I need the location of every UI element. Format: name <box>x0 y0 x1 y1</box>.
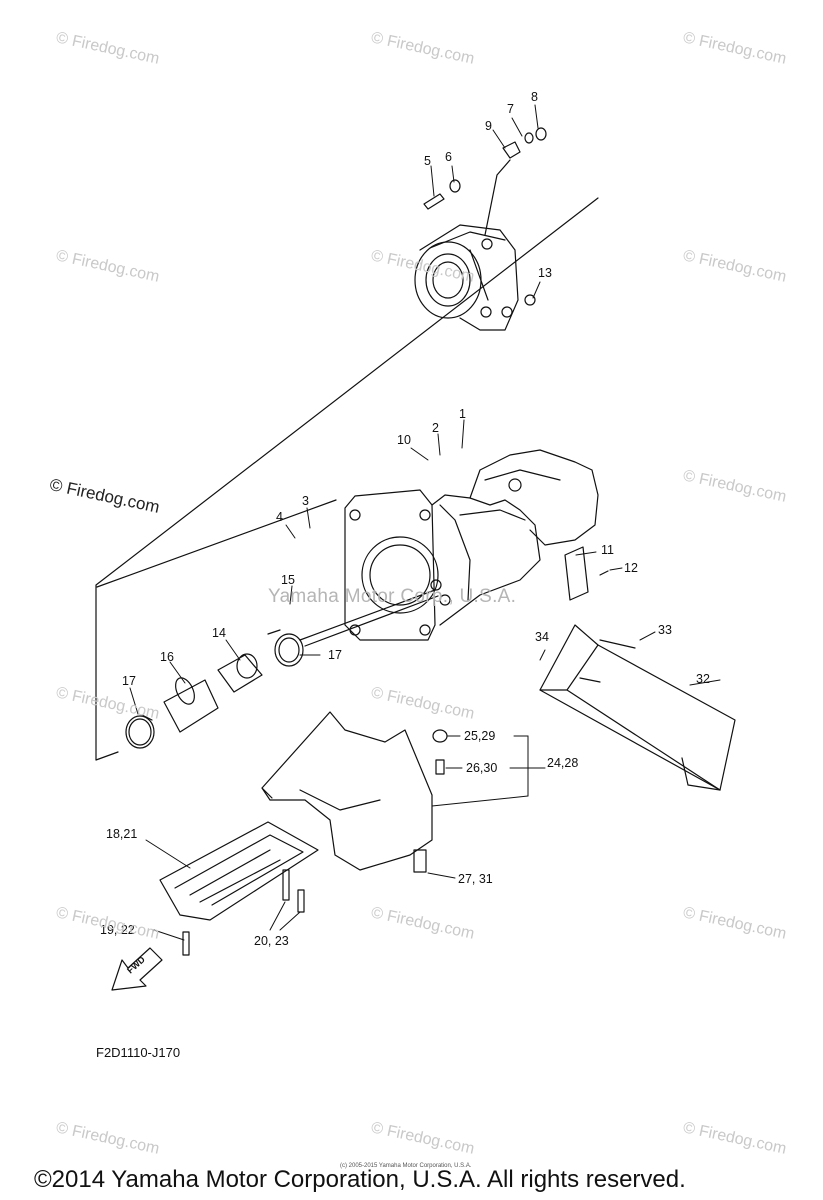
tiny-copyright: (c) 2005-2015 Yamaha Motor Corporation, … <box>340 1163 472 1169</box>
callout-4: 4 <box>276 510 283 524</box>
bracket-32 <box>539 624 736 791</box>
callout-18-21: 18,21 <box>106 827 137 841</box>
callout-3: 3 <box>302 494 309 508</box>
part-11 <box>564 546 589 601</box>
callout-14: 14 <box>212 626 226 640</box>
callout-20-23: 20, 23 <box>254 934 289 948</box>
callout-8: 8 <box>531 90 538 104</box>
callout-9: 9 <box>485 119 492 133</box>
callout-11: 11 <box>601 543 614 557</box>
callout-25-29: 25,29 <box>464 729 495 743</box>
callout-15: 15 <box>281 573 295 587</box>
callout-32: 32 <box>696 672 710 686</box>
copyright-footer: ©2014 Yamaha Motor Corporation, U.S.A. A… <box>34 1166 686 1193</box>
callout-27-31: 27, 31 <box>458 872 493 886</box>
leader-lines <box>129 104 721 941</box>
callout-17b: 17 <box>328 648 342 662</box>
callout-19-22: 19, 22 <box>100 923 135 937</box>
shaft-parts <box>125 629 304 749</box>
callout-12: 12 <box>624 561 638 575</box>
callout-2: 2 <box>432 421 439 435</box>
callout-1: 1 <box>459 407 466 421</box>
callout-6: 6 <box>445 150 452 164</box>
intake-plate <box>159 821 319 921</box>
assembly-frame <box>95 197 599 761</box>
callout-5: 5 <box>424 154 431 168</box>
callout-17a: 17 <box>122 674 136 688</box>
callout-10: 10 <box>397 433 411 447</box>
callout-33: 33 <box>658 623 672 637</box>
callout-16: 16 <box>160 650 174 664</box>
callout-34: 34 <box>535 630 549 644</box>
diagram-code: F2D1110-J170 <box>96 1045 181 1060</box>
upper-hardware <box>423 127 547 306</box>
intake-grate <box>261 711 433 871</box>
bearing-housing <box>414 159 519 331</box>
drive-shaft <box>299 589 439 647</box>
jet-pump-housing <box>344 449 599 641</box>
callout-26-30: 26,30 <box>466 761 497 775</box>
yamaha-watermark: Yamaha Motor Corp., U.S.A. <box>268 586 517 607</box>
fwd-arrow <box>111 947 163 991</box>
callout-7: 7 <box>507 102 514 116</box>
callout-24-28: 24,28 <box>547 756 578 770</box>
lower-hardware <box>182 729 448 956</box>
callout-13: 13 <box>538 266 552 280</box>
